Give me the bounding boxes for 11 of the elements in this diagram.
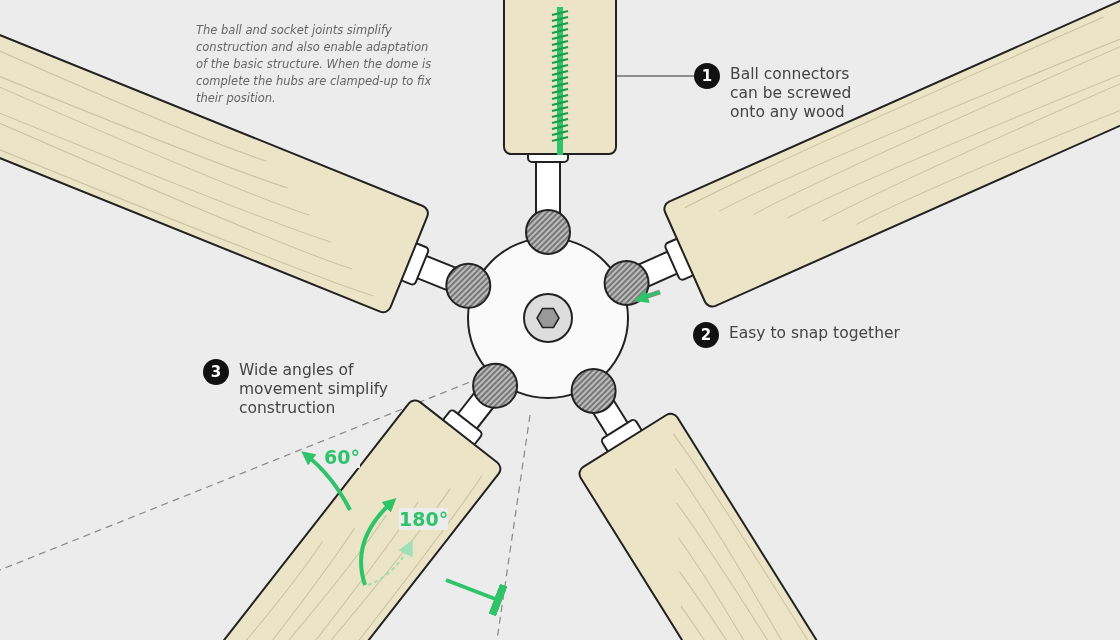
angle-label: 180° (399, 508, 449, 530)
leader-line (616, 75, 695, 77)
angle-label: 60° (324, 446, 360, 468)
wood-plank (503, 0, 617, 155)
callout-text: Ball connectors can be screwed onto any wood (730, 65, 853, 122)
callout-number: 3 (203, 359, 229, 385)
callout-number: 1 (694, 63, 720, 89)
note-text: The ball and socket joints simplify construction and also enable adaptation of the basic structure. When the dome is complete the hubs are clamped-up to fix their position. (196, 22, 433, 107)
callout-text: Wide angles of movement simplify construction (239, 361, 390, 418)
callout-number: 2 (693, 322, 719, 348)
callout-text: Easy to snap together (729, 324, 901, 343)
